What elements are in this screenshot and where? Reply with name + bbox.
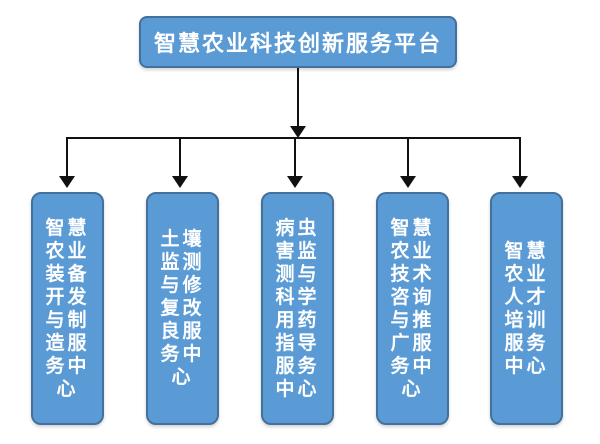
child-node-pest-center: 病虫 害监 测与 科学 用药 指导 服务 中心 [261, 192, 334, 425]
branch-arrowhead-icon-1 [59, 176, 75, 188]
branch-drop-1 [59, 137, 75, 188]
branch-arrowhead-icon-2 [172, 176, 188, 188]
child-node-training-center: 智慧 农业 人才 培训 服务 中心 [490, 192, 563, 425]
child-node-equipment-center: 智慧 农业 装备 开发 与制 造服 务中 心 [31, 192, 104, 425]
root-node-platform: 智慧农业科技创新服务平台 [139, 16, 457, 68]
branch-drop-5 [512, 137, 528, 188]
branch-arrowhead-icon-3 [287, 176, 303, 188]
child-node-consulting-center: 智慧 农业 技术 咨询 与推 广服 务中 心 [376, 192, 449, 425]
root-arrowhead-icon [290, 126, 306, 138]
branch-arrowhead-icon-4 [400, 176, 416, 188]
branch-drop-2 [172, 137, 188, 188]
branch-drop-3 [287, 137, 303, 188]
branch-arrowhead-icon-5 [512, 176, 528, 188]
branch-drop-4 [400, 137, 416, 188]
child-node-soil-center: 土壤 监测 与修 复改 良服 务中 心 [146, 192, 219, 425]
